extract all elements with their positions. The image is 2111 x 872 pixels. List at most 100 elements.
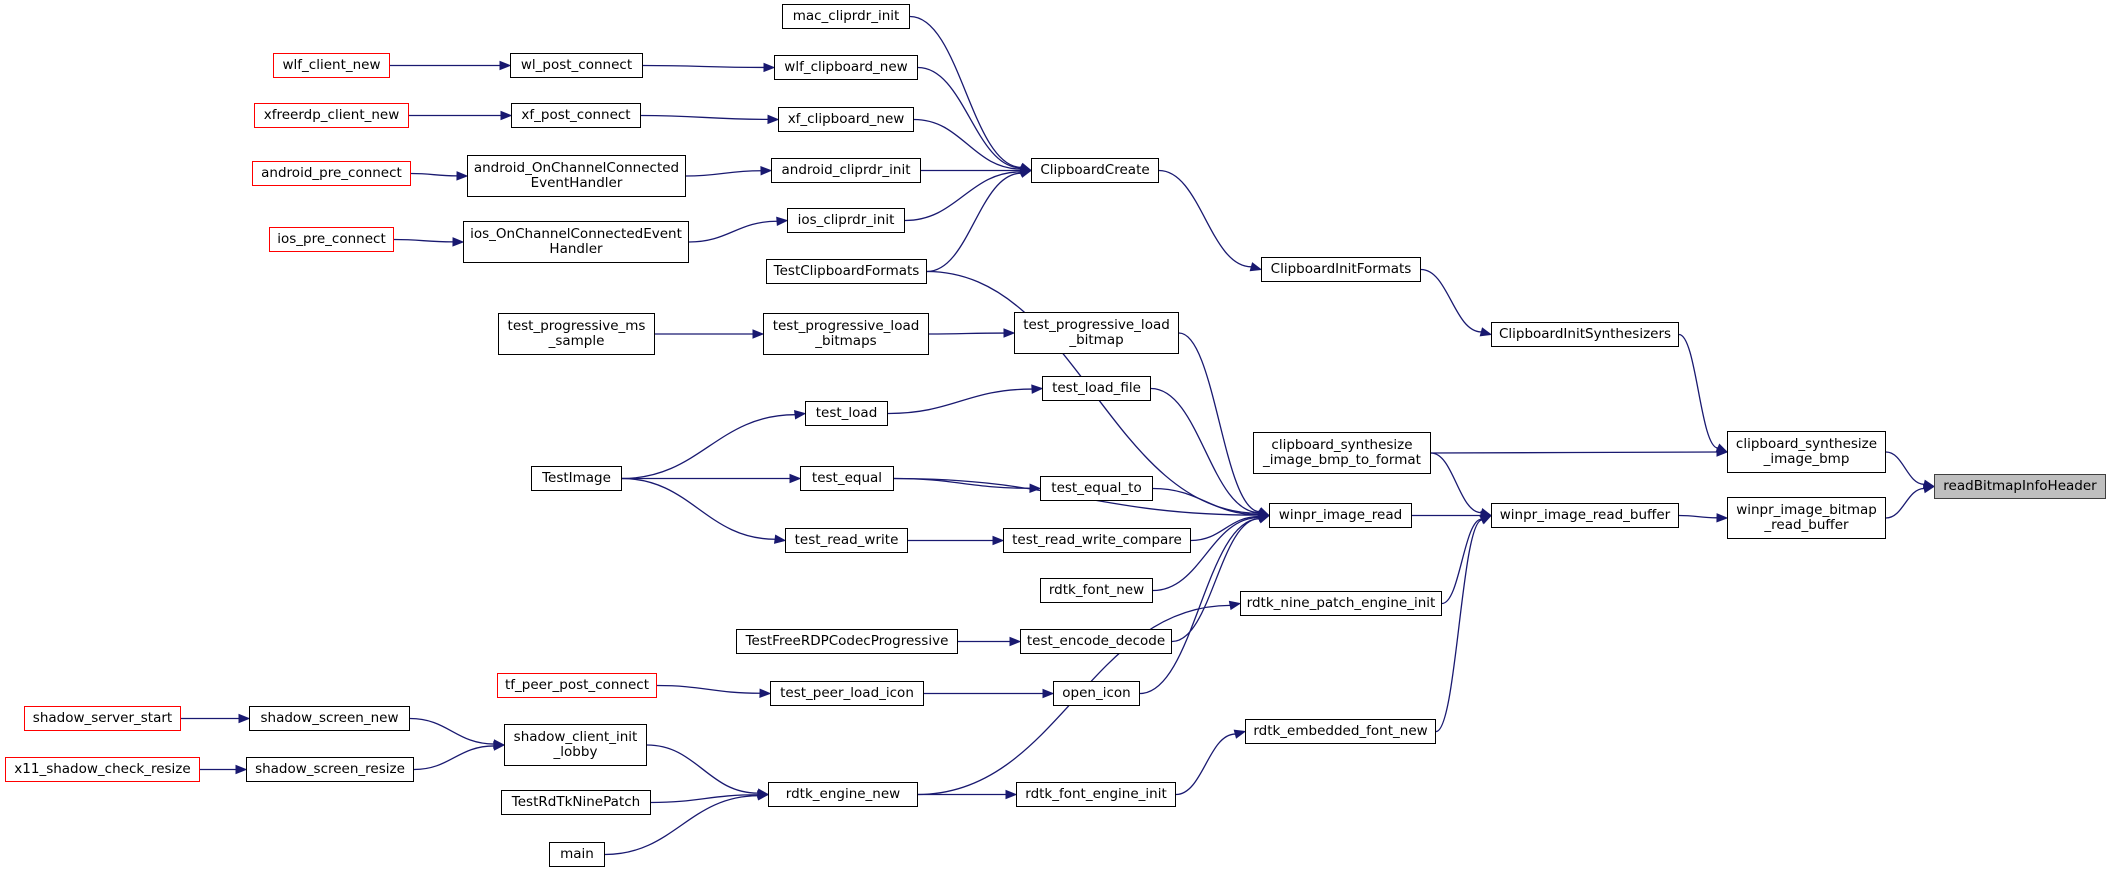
node-test-progressive-ms-sample[interactable]: test_progressive_ms _sample — [498, 313, 655, 355]
node-clipboard-synthesize-image-bmp-to-format[interactable]: clipboard_synthesize _image_bmp_to_forma… — [1253, 432, 1431, 474]
node-clipboard-init-formats[interactable]: ClipboardInitFormats — [1261, 257, 1421, 282]
node-test-read-write[interactable]: test_read_write — [785, 528, 908, 553]
arrowhead-test-load — [794, 410, 807, 420]
node-xf-clipboard-new[interactable]: xf_clipboard_new — [778, 107, 914, 132]
edge-open-icon-to-winpr-image-read — [1139, 518, 1260, 695]
arrowhead-clipboard-init-synthesizers — [1479, 327, 1493, 337]
arrowhead-test-load-file — [1031, 384, 1044, 394]
node-clipboard-create[interactable]: ClipboardCreate — [1031, 158, 1159, 183]
edge-test-load-to-test-load-file — [887, 388, 1033, 415]
node-shadow-screen-resize[interactable]: shadow_screen_resize — [246, 757, 414, 782]
arrowhead-open-icon — [1042, 688, 1055, 699]
arrowhead-shadow-screen-resize — [235, 764, 248, 775]
arrowhead-winpr-image-read-buffer — [1479, 514, 1493, 525]
arrowhead-winpr-image-bitmap-read-buffer — [1716, 513, 1729, 523]
edge-xf-clipboard-new-to-clipboard-create — [913, 118, 1022, 170]
node-winpr-image-read[interactable]: winpr_image_read — [1269, 503, 1412, 528]
arrowhead-winpr-image-read — [1257, 514, 1271, 524]
node-shadow-client-init-lobby[interactable]: shadow_client_init _lobby — [504, 724, 647, 766]
node-xf-post-connect[interactable]: xf_post_connect — [511, 103, 641, 128]
node-rdtk-font-new[interactable]: rdtk_font_new — [1040, 578, 1153, 603]
edge-test-load-file-to-winpr-image-read — [1150, 387, 1260, 514]
node-shadow-server-start[interactable]: shadow_server_start — [24, 706, 181, 731]
edge-clipboard-synthesize-image-bmp-to-read-bitmap-info-header — [1885, 451, 1925, 485]
node-wl-post-connect[interactable]: wl_post_connect — [510, 53, 643, 78]
node-test-rd-tk-nine-patch[interactable]: TestRdTkNinePatch — [501, 790, 651, 815]
node-test-load[interactable]: test_load — [805, 401, 888, 426]
arrowhead-clipboard-create — [1019, 168, 1033, 178]
edge-shadow-screen-resize-to-shadow-client-init-lobby — [413, 745, 495, 771]
edge-winpr-image-bitmap-read-buffer-to-read-bitmap-info-header — [1885, 487, 1925, 519]
edge-test-image-to-test-read-write — [621, 477, 776, 540]
node-main[interactable]: main — [549, 842, 605, 867]
node-android-pre-connect[interactable]: android_pre_connect — [252, 161, 411, 186]
edge-test-rd-tk-nine-patch-to-rdtk-engine-new — [650, 794, 759, 804]
node-ios-on-channel-connected-event-handler[interactable]: ios_OnChannelConnectedEvent Handler — [463, 221, 689, 263]
arrowhead-test-read-write-compare — [992, 535, 1005, 546]
edge-test-progressive-load-bitmap-to-winpr-image-read — [1178, 332, 1260, 513]
node-xfreerdp-client-new[interactable]: xfreerdp_client_new — [254, 103, 409, 128]
node-test-read-write-compare[interactable]: test_read_write_compare — [1003, 528, 1191, 553]
node-rdtk-embedded-font-new[interactable]: rdtk_embedded_font_new — [1245, 719, 1436, 744]
arrowhead-wl-post-connect — [499, 60, 512, 71]
node-wlf-clipboard-new[interactable]: wlf_clipboard_new — [774, 55, 918, 80]
edge-test-progressive-load-bitmaps-to-test-progressive-load-bitmap — [928, 332, 1005, 335]
arrowhead-rdtk-font-engine-init — [1005, 789, 1018, 800]
edge-test-image-to-test-load — [621, 414, 796, 480]
node-winpr-image-read-buffer[interactable]: winpr_image_read_buffer — [1491, 503, 1679, 528]
node-ios-pre-connect[interactable]: ios_pre_connect — [269, 227, 394, 252]
edge-android-on-channel-connected-event-handler-to-android-cliprdr-init — [685, 170, 762, 177]
arrowhead-xf-clipboard-new — [767, 114, 780, 125]
arrowhead-shadow-screen-new — [238, 713, 251, 724]
node-winpr-image-bitmap-read-buffer[interactable]: winpr_image_bitmap _read_buffer — [1727, 497, 1886, 539]
node-tf-peer-post-connect[interactable]: tf_peer_post_connect — [497, 673, 657, 698]
edge-clipboard-synthesize-image-bmp-to-format-to-clipboard-synthesize-image-bmp — [1430, 451, 1718, 454]
node-test-image[interactable]: TestImage — [531, 466, 622, 491]
arrowhead-rdtk-engine-new — [756, 791, 770, 801]
edge-android-pre-connect-to-android-on-channel-connected-event-handler — [410, 172, 458, 177]
arrowhead-test-progressive-load-bitmaps — [752, 329, 765, 339]
node-test-encode-decode[interactable]: test_encode_decode — [1020, 629, 1172, 654]
arrowhead-test-equal-to — [1029, 483, 1042, 493]
node-test-free-rdpcodec-progressive[interactable]: TestFreeRDPCodecProgressive — [736, 629, 958, 654]
node-test-load-file[interactable]: test_load_file — [1042, 376, 1151, 401]
edge-ios-on-channel-connected-event-handler-to-ios-cliprdr-init — [688, 220, 778, 243]
node-test-equal-to[interactable]: test_equal_to — [1040, 476, 1153, 501]
node-read-bitmap-info-header: readBitmapInfoHeader — [1934, 474, 2106, 499]
node-test-clipboard-formats[interactable]: TestClipboardFormats — [766, 259, 927, 284]
node-test-peer-load-icon[interactable]: test_peer_load_icon — [770, 681, 924, 706]
edge-mac-cliprdr-init-to-clipboard-create — [909, 15, 1022, 169]
node-mac-cliprdr-init[interactable]: mac_cliprdr_init — [782, 4, 910, 29]
arrowhead-wlf-clipboard-new — [763, 62, 776, 73]
node-open-icon[interactable]: open_icon — [1053, 681, 1140, 706]
edge-rdtk-embedded-font-new-to-winpr-image-read-buffer — [1435, 519, 1483, 733]
node-ios-cliprdr-init[interactable]: ios_cliprdr_init — [787, 208, 905, 233]
node-clipboard-synthesize-image-bmp[interactable]: clipboard_synthesize _image_bmp — [1727, 431, 1886, 473]
node-android-on-channel-connected-event-handler[interactable]: android_OnChannelConnected EventHandler — [467, 155, 686, 197]
node-shadow-screen-new[interactable]: shadow_screen_new — [249, 706, 410, 731]
edge-main-to-rdtk-engine-new — [604, 795, 759, 856]
edge-test-read-write-compare-to-winpr-image-read — [1190, 515, 1260, 542]
node-rdtk-nine-patch-engine-init[interactable]: rdtk_nine_patch_engine_init — [1240, 591, 1442, 616]
edge-rdtk-font-new-to-winpr-image-read — [1152, 516, 1260, 592]
edge-clipboard-init-formats-to-clipboard-init-synthesizers — [1420, 268, 1482, 333]
node-test-progressive-load-bitmaps[interactable]: test_progressive_load _bitmaps — [763, 313, 929, 355]
node-wlf-client-new[interactable]: wlf_client_new — [273, 53, 390, 78]
node-test-equal[interactable]: test_equal — [800, 466, 894, 491]
node-android-cliprdr-init[interactable]: android_cliprdr_init — [771, 158, 921, 183]
arrowhead-test-read-write — [773, 534, 787, 544]
node-clipboard-init-synthesizers[interactable]: ClipboardInitSynthesizers — [1491, 322, 1679, 347]
arrowhead-test-encode-decode — [1009, 636, 1022, 647]
node-test-progressive-load-bitmap[interactable]: test_progressive_load _bitmap — [1014, 312, 1179, 354]
arrowhead-test-progressive-load-bitmap — [1003, 328, 1016, 338]
edge-shadow-client-init-lobby-to-rdtk-engine-new — [646, 744, 759, 794]
node-rdtk-engine-new[interactable]: rdtk_engine_new — [768, 782, 918, 807]
edge-tf-peer-post-connect-to-test-peer-load-icon — [656, 684, 761, 694]
node-x11-shadow-check-resize[interactable]: x11_shadow_check_resize — [5, 757, 200, 782]
node-rdtk-font-engine-init[interactable]: rdtk_font_engine_init — [1016, 782, 1176, 807]
edge-test-encode-decode-to-winpr-image-read — [1171, 517, 1260, 643]
arrowhead-clipboard-synthesize-image-bmp — [1716, 447, 1729, 457]
edge-wlf-clipboard-new-to-clipboard-create — [917, 66, 1022, 169]
edge-rdtk-nine-patch-engine-init-to-winpr-image-read-buffer — [1441, 518, 1482, 605]
arrowhead-ios-on-channel-connected-event-handler — [452, 237, 465, 247]
